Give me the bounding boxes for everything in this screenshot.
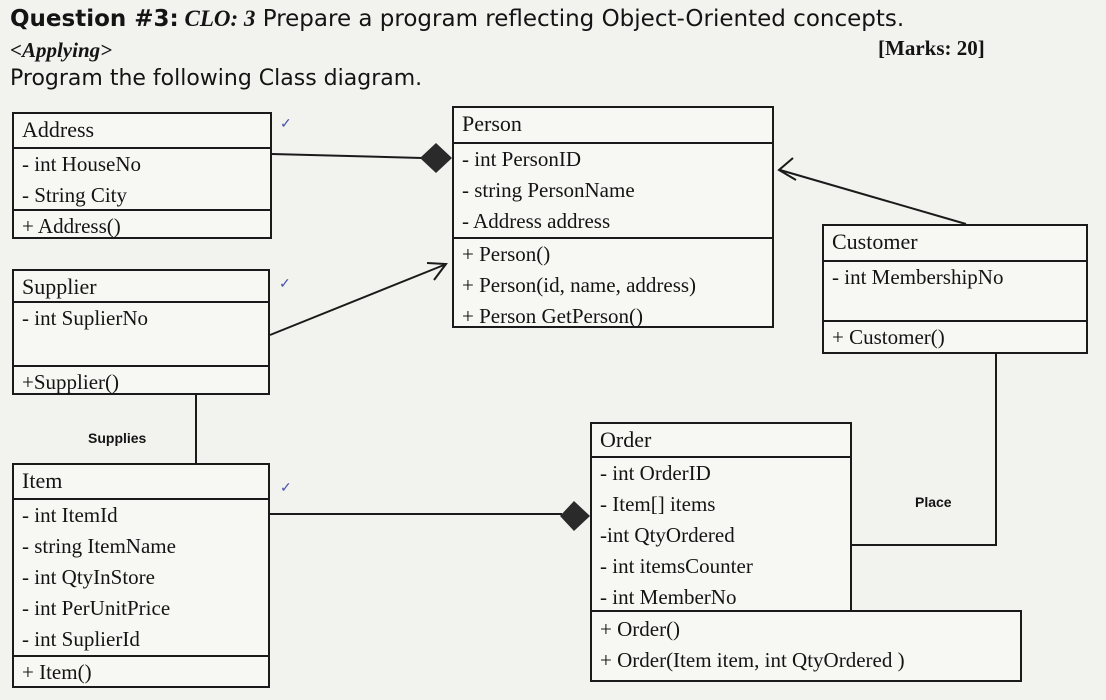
place-line bbox=[852, 352, 997, 546]
supplier-person-arrowhead bbox=[426, 262, 448, 281]
method: + Customer() bbox=[832, 325, 945, 349]
attribute: - int QtyInStore bbox=[22, 565, 155, 589]
class-person: Person - int PersonID - string PersonNam… bbox=[452, 106, 774, 328]
class-item: Item - int ItemId - string ItemName - in… bbox=[12, 463, 270, 688]
class-name: Person bbox=[462, 111, 522, 136]
check-mark-icon: ✓ bbox=[279, 277, 291, 292]
attribute: - string ItemName bbox=[22, 534, 176, 558]
attribute: - int HouseNo bbox=[22, 152, 141, 176]
attribute: - int PersonID bbox=[462, 147, 581, 171]
supplier-person-line bbox=[269, 264, 445, 336]
method: + Order(Item item, int QtyOrdered ) bbox=[600, 648, 905, 672]
attribute: - Item[] items bbox=[600, 492, 716, 516]
method: + Order() bbox=[600, 617, 681, 641]
marks-label: [Marks: 20] bbox=[878, 36, 985, 60]
method: + Item() bbox=[22, 660, 92, 684]
clo-label: CLO: 3 bbox=[184, 6, 256, 31]
supplies-label: Supplies bbox=[88, 430, 147, 446]
attribute: - String City bbox=[22, 183, 128, 207]
class-address: Address - int HouseNo - String City + Ad… bbox=[12, 112, 272, 239]
address-person-line bbox=[271, 153, 423, 159]
question-text: Prepare a program reflecting Object-Orie… bbox=[255, 6, 905, 32]
attribute: - Address address bbox=[462, 209, 611, 233]
customer-person-arrowhead bbox=[777, 157, 797, 181]
instruction-text: Program the following Class diagram. bbox=[10, 66, 423, 91]
class-supplier: Supplier - int SuplierNo +Supplier() bbox=[12, 269, 270, 395]
class-name: Item bbox=[22, 468, 63, 493]
class-name: Supplier bbox=[22, 274, 97, 299]
check-mark-icon: ✓ bbox=[280, 117, 292, 132]
question-header: Question #3: CLO: 3 Prepare a program re… bbox=[10, 6, 904, 32]
class-order: Order - int OrderID - Item[] items -int … bbox=[590, 422, 852, 612]
class-name: Order bbox=[600, 427, 652, 452]
attribute: - int OrderID bbox=[600, 461, 711, 485]
attribute: - int itemsCounter bbox=[600, 554, 753, 578]
address-person-diamond bbox=[420, 143, 452, 173]
attribute: - string PersonName bbox=[462, 178, 635, 202]
item-order-diamond bbox=[560, 501, 590, 531]
place-label: Place bbox=[915, 494, 952, 510]
method: + Person GetPerson() bbox=[462, 304, 643, 328]
method: + Person(id, name, address) bbox=[462, 273, 697, 297]
method: + Person() bbox=[462, 242, 551, 266]
question-label: Question #3: bbox=[10, 6, 179, 32]
attribute: - int SuplierNo bbox=[22, 306, 148, 330]
attribute: - int MembershipNo bbox=[832, 265, 1004, 289]
check-mark-icon: ✓ bbox=[280, 481, 292, 496]
class-name: Customer bbox=[832, 229, 918, 254]
method: + Address() bbox=[22, 214, 121, 238]
class-name: Address bbox=[22, 117, 95, 142]
attribute: -int QtyOrdered bbox=[600, 523, 735, 547]
class-customer: Customer - int MembershipNo + Customer() bbox=[822, 224, 1088, 354]
attribute: - int MemberNo bbox=[600, 585, 737, 609]
order-methods: + Order() + Order(Item item, int QtyOrde… bbox=[590, 610, 1022, 682]
method: +Supplier() bbox=[22, 370, 119, 394]
attribute: - int SuplierId bbox=[22, 627, 140, 651]
customer-person-line bbox=[779, 169, 967, 225]
attribute: - int PerUnitPrice bbox=[22, 596, 171, 620]
attribute: - int ItemId bbox=[22, 503, 118, 527]
cognitive-level: <Applying> bbox=[10, 38, 113, 62]
